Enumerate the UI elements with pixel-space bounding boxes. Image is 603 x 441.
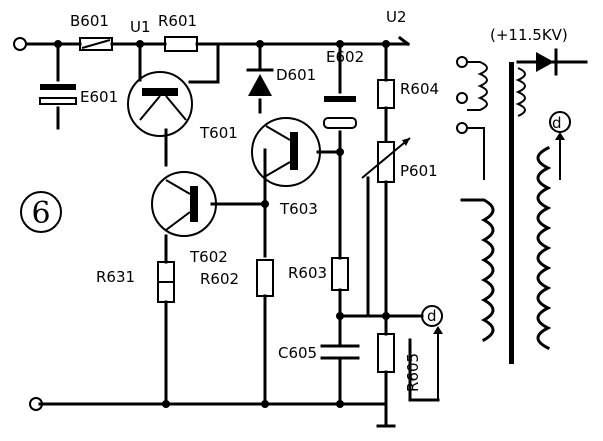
label-r604: R604	[400, 80, 439, 98]
junction-dots	[54, 40, 390, 408]
label-p601: P601	[400, 162, 438, 180]
diode-d601	[246, 68, 274, 96]
test-point-lower	[421, 305, 443, 400]
label-test-point-hv: d	[552, 114, 562, 132]
label-r601: R601	[158, 12, 197, 30]
label-u2: U2	[386, 8, 407, 26]
label-t602: T602	[189, 248, 228, 266]
label-t603: T603	[279, 200, 318, 218]
input-terminal-top	[13, 37, 27, 51]
resistor-r604	[377, 79, 395, 109]
label-r602: R602	[200, 270, 239, 288]
label-r605: R605	[404, 353, 422, 392]
resistor-r631	[157, 261, 175, 303]
figure-number: 6	[20, 191, 62, 233]
label-r631: R631	[96, 268, 135, 286]
fuse-b601	[79, 37, 113, 51]
resistor-r605	[377, 333, 395, 373]
label-e601: E601	[80, 88, 118, 106]
label-c605: C605	[278, 344, 317, 362]
transistor-t601	[127, 71, 193, 137]
component-labels: B601 U1 R601 U2 (+11.5KV) E601 E602 D601…	[70, 8, 568, 392]
transistor-t603	[251, 117, 321, 187]
transistor-t602	[151, 171, 217, 237]
transformer-core	[509, 62, 514, 364]
label-b601: B601	[70, 12, 109, 30]
label-d601: D601	[276, 66, 316, 84]
input-terminal-bottom	[29, 397, 43, 411]
label-hv: (+11.5KV)	[490, 26, 568, 44]
resistor-r603	[331, 257, 349, 291]
label-e602: E602	[326, 48, 364, 66]
capacitor-e602	[323, 96, 357, 129]
figure-number-text: 6	[31, 196, 50, 231]
label-u1: U1	[130, 18, 151, 36]
label-t601: T601	[199, 124, 238, 142]
wiring	[26, 35, 440, 428]
capacitor-c605	[320, 344, 360, 360]
label-r603: R603	[288, 264, 327, 282]
label-test-point-lower: d	[427, 307, 437, 325]
resistor-r601	[164, 36, 198, 52]
resistor-r602	[256, 259, 274, 297]
potentiometer-p601	[361, 137, 411, 183]
capacitor-e601	[39, 84, 77, 105]
flyback-transformer	[456, 48, 588, 364]
